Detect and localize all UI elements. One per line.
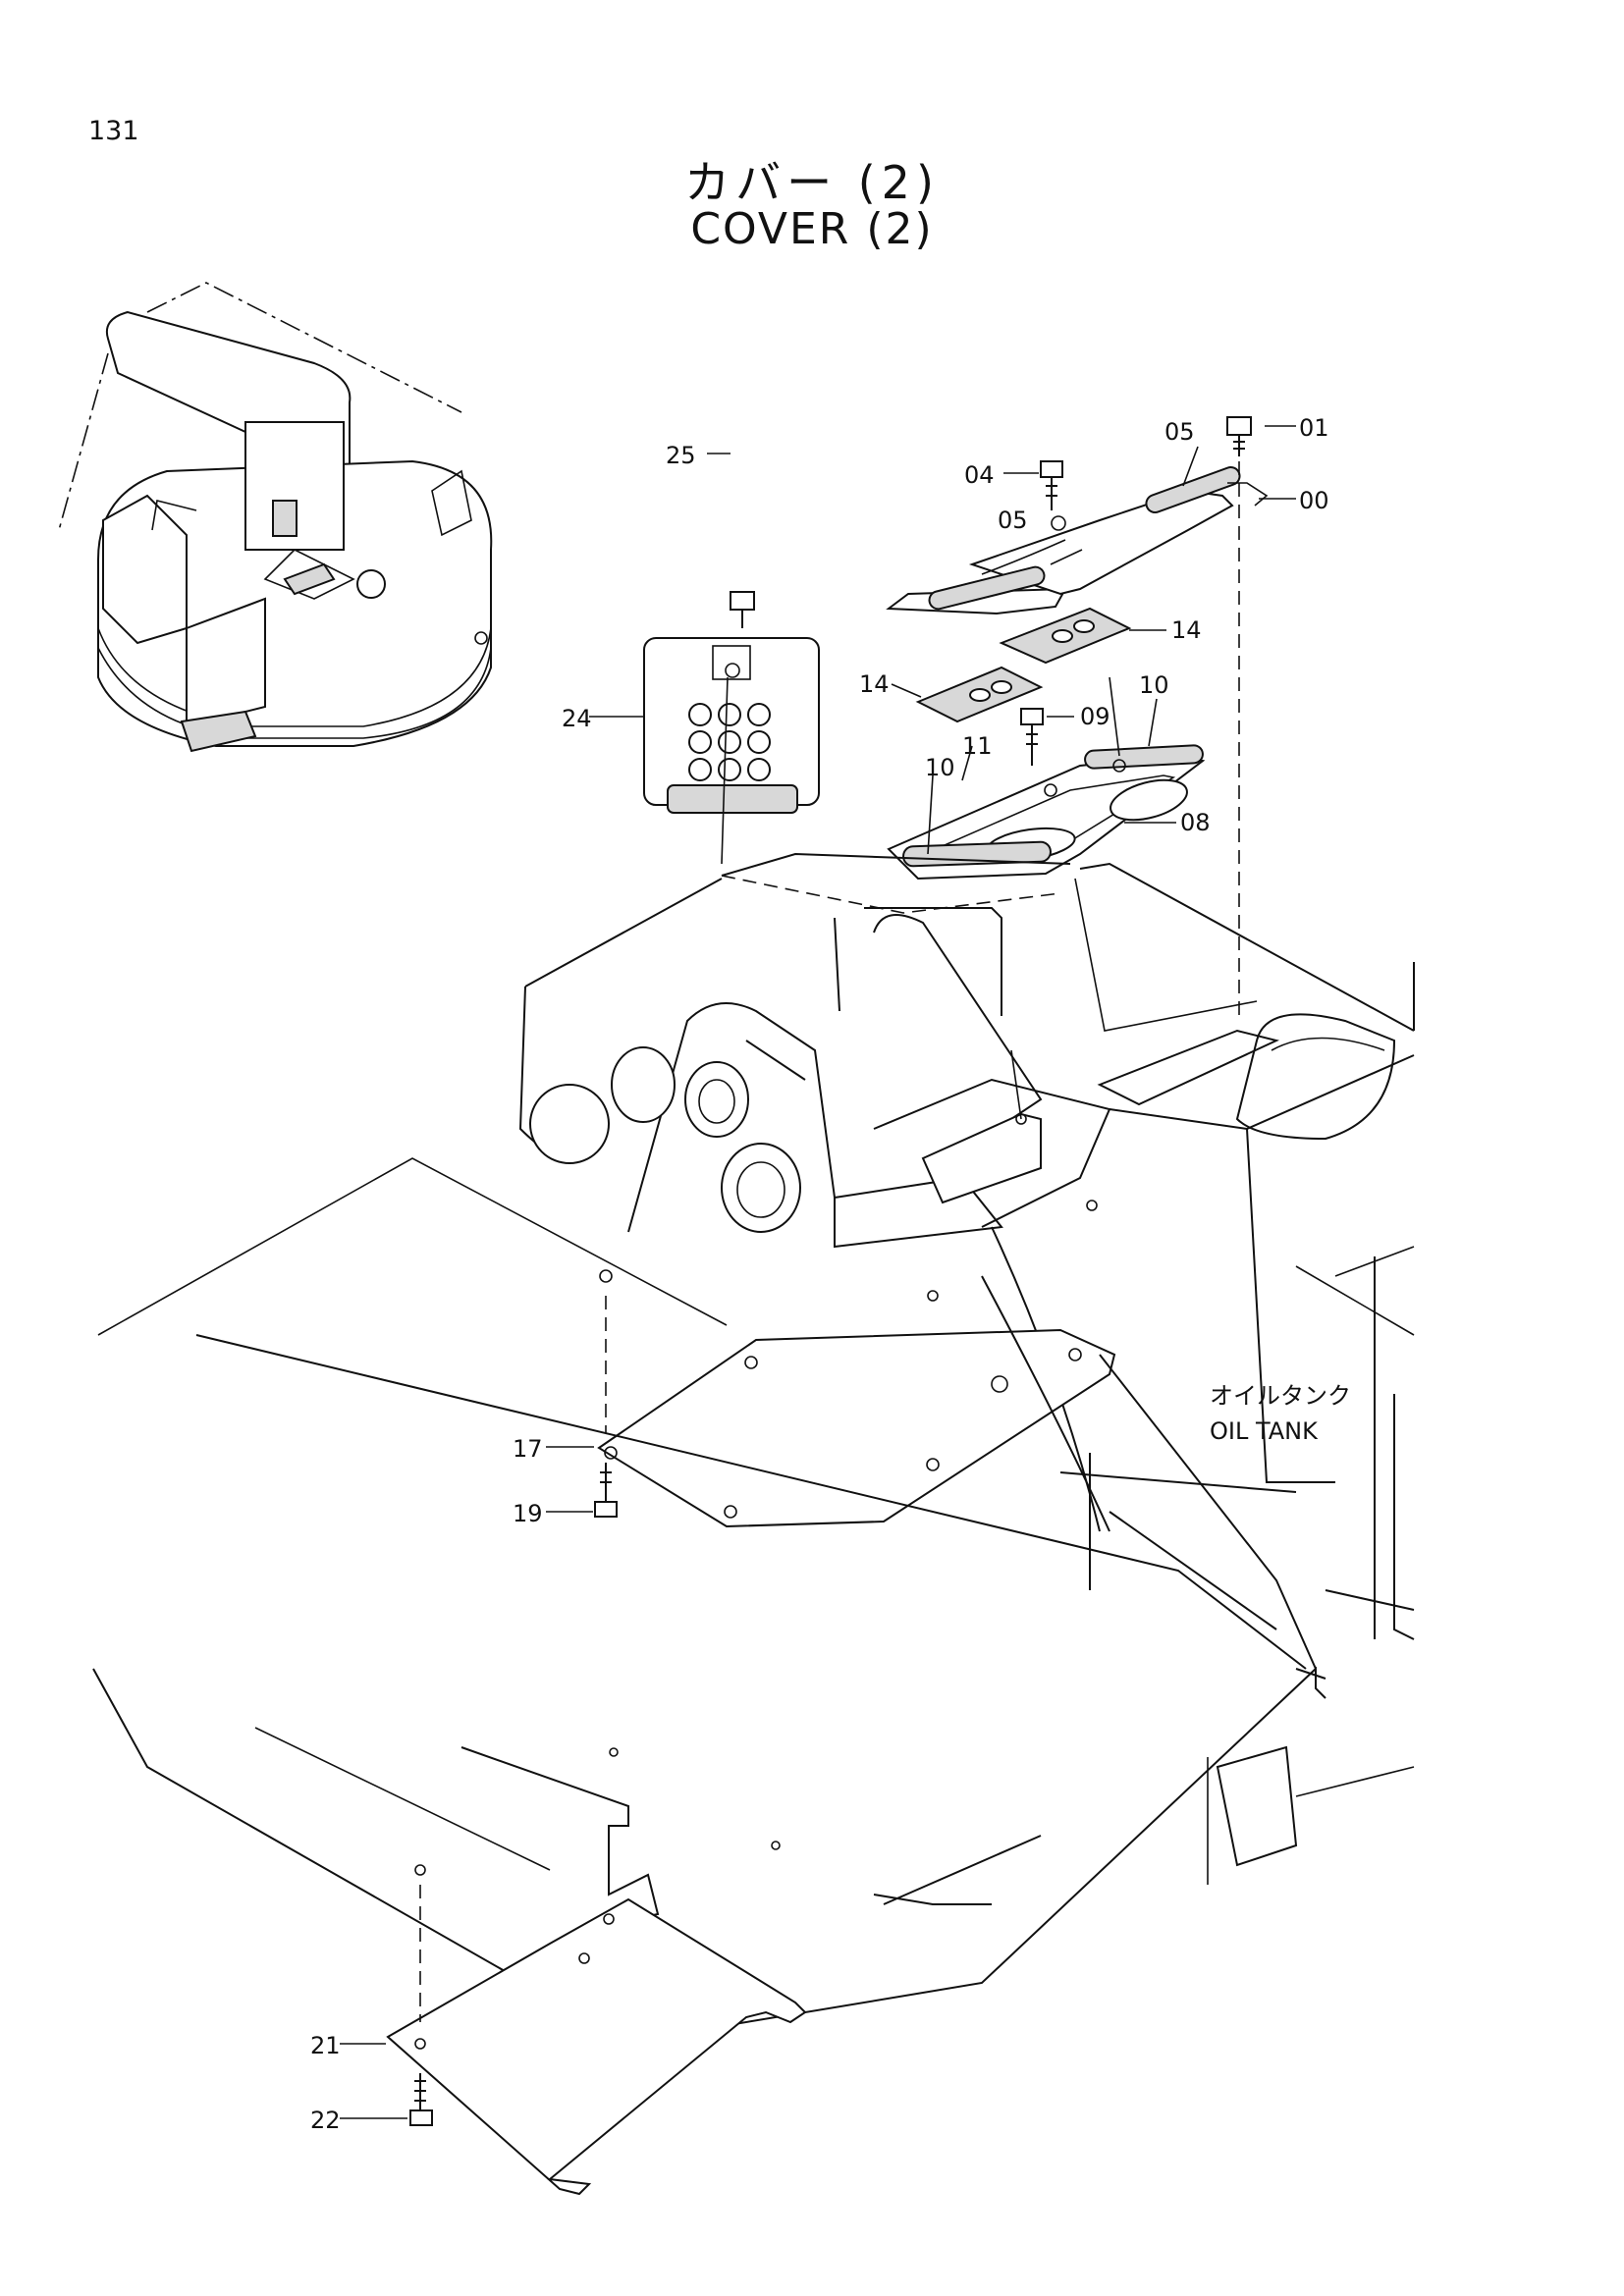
control-box — [643, 591, 820, 865]
callout-21: 21 — [310, 2032, 341, 2059]
callout-10-right: 10 — [1139, 671, 1169, 699]
machine-overview-inset — [58, 282, 493, 753]
oil-tank-label: オイルタンク OIL TANK — [1210, 1378, 1351, 1449]
callout-17: 17 — [513, 1435, 543, 1463]
leader-lines — [340, 425, 1296, 2119]
seat-mount-assembly — [886, 416, 1269, 1016]
callout-10-left: 10 — [925, 754, 955, 781]
callout-01: 01 — [1299, 414, 1329, 442]
title-japanese: カバー (2) — [684, 156, 940, 209]
callout-05-upper: 05 — [1164, 418, 1195, 446]
page-number: 131 — [88, 116, 139, 146]
callout-09: 09 — [1080, 703, 1110, 730]
callout-08: 08 — [1180, 809, 1211, 836]
callout-05-lower: 05 — [998, 507, 1028, 534]
title-english: COVER (2) — [690, 204, 934, 254]
floor-cover-plate — [97, 1157, 1317, 1670]
upper-frame — [518, 852, 1415, 1640]
callout-25: 25 — [666, 442, 696, 469]
callout-14-right: 14 — [1171, 616, 1202, 644]
callout-22: 22 — [310, 2107, 341, 2134]
callout-04: 04 — [964, 461, 995, 489]
oil-tank-japanese: オイルタンク — [1210, 1382, 1351, 1410]
callout-11: 11 — [962, 732, 993, 760]
oil-tank-english: OIL TANK — [1210, 1417, 1318, 1445]
lower-deck — [92, 1334, 1415, 2196]
callout-24: 24 — [562, 705, 592, 732]
callout-14-left: 14 — [859, 670, 890, 698]
callout-19: 19 — [513, 1500, 543, 1527]
callout-00: 00 — [1299, 487, 1329, 514]
